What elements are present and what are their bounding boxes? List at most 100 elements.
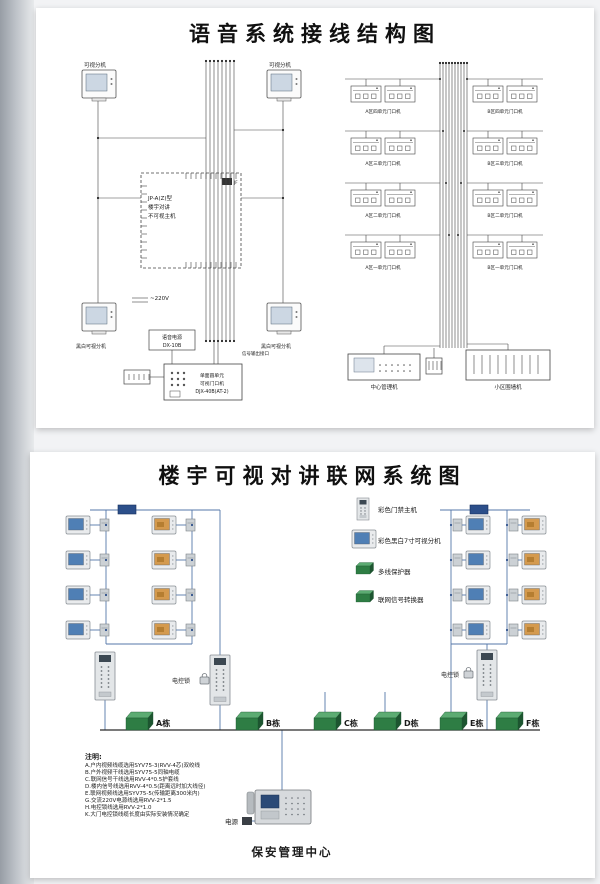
wall-monitor-icon — [151, 550, 177, 570]
door-station-icon — [209, 654, 231, 706]
wall-monitor-icon — [151, 620, 177, 640]
label-monitor-tl: 可视分机 — [84, 61, 107, 69]
wall-monitor-icon — [351, 529, 377, 549]
wall-monitor-icon — [465, 515, 491, 535]
building-label: F栋 — [526, 718, 539, 728]
note-line: A.户内视频线缆选用SYV75-3(RVV-4芯)双绞线 — [85, 763, 201, 769]
top-panel-title: 语音系统接线结构图 — [189, 22, 441, 46]
legend-green-box-icon — [355, 590, 374, 603]
power-unit-icon — [242, 817, 252, 825]
label-monitor-tr: 可视分机 — [269, 61, 292, 69]
video-extension-icon — [81, 69, 117, 102]
label-main-unit-2: 楼宇对讲 — [148, 203, 171, 211]
note-line: B.户外视频干线选用SYV75-5同轴电缆 — [85, 770, 180, 776]
building-label: B栋 — [266, 718, 280, 728]
left-gradient-strip — [0, 0, 34, 884]
note-line: D.楼内信号线选用RVV-4*0.5(距离远时加大线径) — [85, 784, 206, 790]
note-line: K.大门电控锁线缆长度由实际安装情况确定 — [85, 812, 190, 818]
video-extension-icon — [81, 302, 117, 335]
wall-monitor-icon — [521, 550, 547, 570]
building-label: E栋 — [470, 718, 483, 728]
label-power-2: DX-10B — [163, 343, 182, 349]
electric-lock-icon — [199, 673, 210, 685]
door-unit-group: A区三单元门口机 — [345, 130, 444, 167]
signal-converter-box: A栋 — [125, 711, 170, 731]
wall-monitor-icon — [151, 515, 177, 535]
wire-trunk-right — [438, 61, 469, 348]
floor-distributor-icon — [508, 623, 519, 637]
wall-monitor-icon — [465, 585, 491, 605]
building-label: A栋 — [156, 718, 170, 728]
legend-label: 彩色门禁主机 — [378, 505, 418, 514]
label-guard-center: 保安管理中心 — [251, 845, 333, 859]
door-unit-main-box — [163, 363, 243, 401]
door-station-icon — [94, 651, 116, 701]
lock-interface-box — [123, 369, 151, 385]
floor-distributor-icon — [99, 518, 110, 532]
wall-monitor-icon — [521, 515, 547, 535]
audio-power-box — [148, 329, 196, 351]
guard-console-icon — [246, 789, 312, 825]
voice-wiring-lines — [97, 101, 509, 378]
wall-monitor-icon — [521, 585, 547, 605]
label-power: 电源 — [225, 817, 239, 826]
door-unit-group: B区一单元门口机 — [457, 234, 543, 271]
label-door-2: 可视门口机 — [200, 380, 224, 387]
signal-converter-box: E栋 — [439, 711, 483, 731]
door-unit-group: B区二单元门口机 — [460, 182, 543, 219]
floor-distributor-icon — [508, 553, 519, 567]
door-unit-group: B区四单元门口机 — [466, 78, 543, 115]
floor-distributor-icon — [452, 553, 463, 567]
voice-system-panel: A区四单元门口机 B区四单元门口机 A区三单元门口机 B区三单元门口机 A区二单元门口机… — [36, 8, 594, 428]
door-unit-group-label: A区二单元门口机 — [365, 212, 401, 219]
wall-monitor-icon — [465, 550, 491, 570]
network-hub — [469, 504, 489, 515]
terminal-ticks — [141, 173, 237, 268]
floor-distributor-icon — [452, 623, 463, 637]
signal-converter-box: C栋 — [313, 711, 358, 731]
label-lock-left: 电控锁 — [172, 677, 190, 685]
door-unit-group-label: A区四单元门口机 — [365, 108, 401, 115]
building-label: D栋 — [404, 718, 419, 728]
label-power-1: 语音电源 — [162, 334, 182, 341]
note-line: G.交流220V电源线选用RVV-2*1.5 — [85, 798, 172, 804]
door-unit-group: B区三单元门口机 — [463, 130, 543, 167]
label-lock-right: 电控锁 — [441, 671, 459, 679]
label-center-mgmt: 中心管理机 — [371, 383, 399, 391]
door-unit-group-label: B区四单元门口机 — [487, 108, 523, 115]
signal-converter-box: F栋 — [495, 711, 539, 731]
electric-lock-icon — [463, 667, 474, 679]
label-main-unit-3: 不可视主机 — [148, 212, 176, 220]
floor-distributor-icon — [185, 623, 196, 637]
legend-label: 多线保护器 — [378, 567, 411, 576]
door-unit-group-label: B区一单元门口机 — [487, 264, 523, 271]
label-bw-right: 黑白可视分机 — [261, 343, 291, 350]
label-perimeter: 小区围墙机 — [495, 383, 523, 391]
video-extension-icon — [266, 302, 302, 335]
power-supply-box — [425, 357, 443, 375]
handset-icon — [246, 791, 255, 815]
legend-door-station-icon — [356, 497, 370, 521]
wire-bundle-left — [204, 59, 236, 343]
bottom-panel-title: 楼宇可视对讲联网系统图 — [158, 464, 467, 488]
floor-distributor-icon — [99, 588, 110, 602]
label-door-3: DJX-40B(AT-2) — [195, 389, 228, 395]
perimeter-station-box — [465, 349, 551, 381]
floor-distributor-icon — [452, 588, 463, 602]
floor-distributor-icon — [508, 518, 519, 532]
wall-monitor-icon — [65, 550, 91, 570]
door-unit-group-label: B区三单元门口机 — [487, 160, 523, 167]
label-voltage: ~220V — [150, 296, 169, 302]
label-door-1: 单面圆单元 — [200, 372, 224, 379]
floor-distributor-icon — [99, 623, 110, 637]
note-line: E.联网视频线选用SYV75-5(传输距离300米内) — [85, 791, 200, 797]
wall-monitor-icon — [65, 515, 91, 535]
wall-monitor-icon — [521, 620, 547, 640]
signal-converter-box: D栋 — [373, 711, 419, 731]
label-jf: JF — [233, 180, 238, 185]
voice-wiring-diagram: A区四单元门口机 B区四单元门口机 A区三单元门口机 B区三单元门口机 A区二单元门口机… — [76, 59, 551, 401]
door-station-icon — [476, 649, 498, 701]
